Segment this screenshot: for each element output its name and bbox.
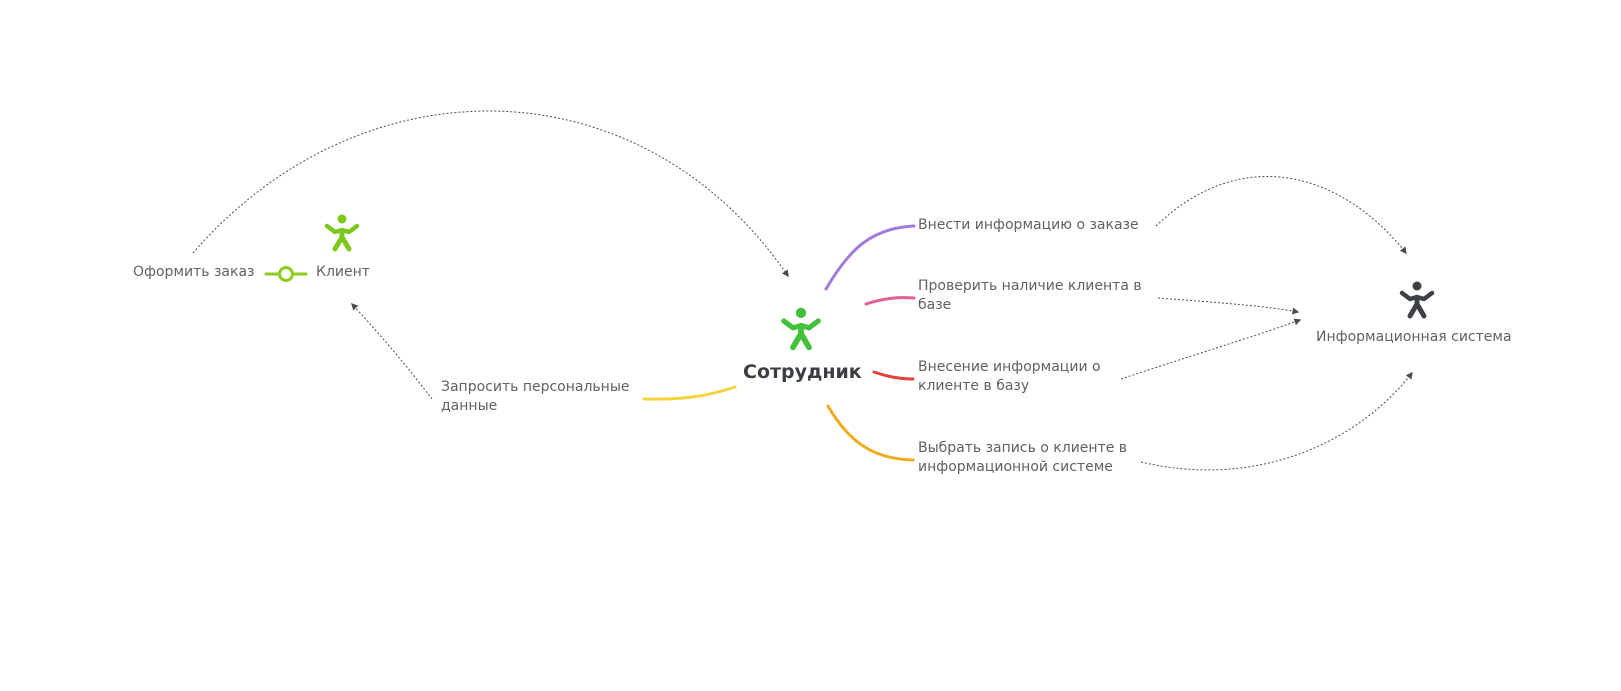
client-person-icon	[324, 214, 360, 252]
relationship-order-info-to-system[interactable]	[1155, 175, 1407, 255]
branch-line-check-client[interactable]	[864, 296, 916, 306]
topic-place-order[interactable]: Оформить заказ	[133, 264, 255, 280]
client-link-node[interactable]	[264, 262, 308, 286]
topic-line: Проверить наличие клиента в	[918, 278, 1142, 294]
topic-line: данные	[441, 398, 498, 414]
branch-line-select-client-record[interactable]	[826, 404, 915, 462]
relationship-client-info-to-system[interactable]	[1120, 318, 1302, 380]
topic-line: клиенте в базу	[918, 378, 1030, 394]
topic-line: Внесение информации о	[918, 359, 1101, 375]
topic-select-client-record[interactable]: Выбрать запись о клиенте в информационно…	[918, 439, 1127, 477]
topic-line: Запросить персональные	[441, 379, 630, 395]
branch-line-enter-client-info[interactable]	[872, 370, 915, 381]
relationship-request-data-to-client[interactable]	[351, 302, 433, 400]
topic-request-personal-data[interactable]: Запросить персональные данные	[441, 378, 629, 416]
topic-enter-order-info[interactable]: Внести информацию о заказе	[918, 217, 1139, 233]
system-person-icon	[1399, 281, 1435, 319]
relationship-place-order-to-employee[interactable]	[192, 110, 789, 278]
topic-line: Выбрать запись о клиенте в	[918, 440, 1128, 456]
topic-enter-client-info[interactable]: Внесение информации о клиенте в базу	[918, 358, 1101, 396]
branch-line-request-personal-data[interactable]	[642, 385, 737, 401]
employee-person-icon	[781, 307, 821, 351]
actor-label-system[interactable]: Информационная система	[1316, 329, 1512, 345]
topic-line: информационной системе	[918, 459, 1113, 475]
topic-check-client[interactable]: Проверить наличие клиента в базе	[918, 277, 1142, 315]
actor-label-client[interactable]: Клиент	[316, 264, 370, 280]
central-topic-employee[interactable]: Сотрудник	[743, 361, 862, 383]
branch-line-enter-order-info[interactable]	[824, 224, 916, 291]
relationship-check-client-to-system[interactable]	[1157, 297, 1300, 315]
topic-line: базе	[918, 297, 952, 313]
relationship-select-record-to-system[interactable]	[1140, 371, 1413, 471]
